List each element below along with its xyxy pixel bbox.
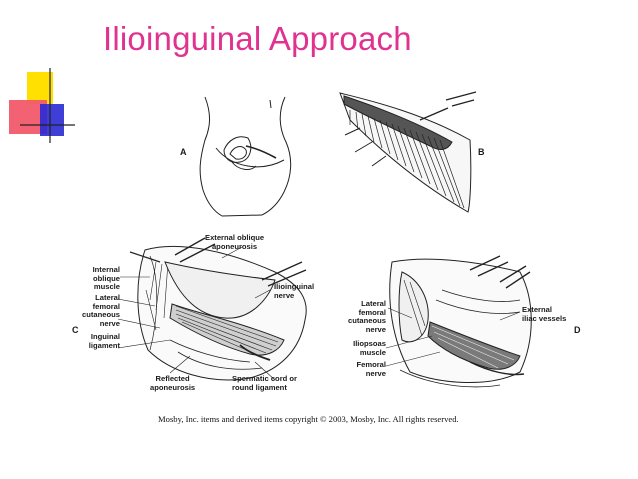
label-inguinal-ligament: Inguinal ligament [88, 332, 120, 350]
panel-c-drawing [129, 237, 307, 381]
label-spermatic-cord: Spermatic cord or round ligament [232, 374, 297, 392]
panel-a-drawing [199, 96, 292, 217]
deco-blue-square [40, 104, 64, 136]
leader-lines [117, 246, 521, 381]
label-lateral-femoral-cutaneous-nerve-d: Lateral femoral cutaneous nerve [348, 299, 386, 334]
panel-d-drawing [389, 255, 532, 388]
label-femoral-nerve: Femoral nerve [356, 360, 386, 378]
label-ilioinguinal-nerve: Ilioinguinal nerve [274, 282, 315, 300]
label-lateral-femoral-cutaneous-nerve-c: Lateral femoral cutaneous nerve [82, 293, 120, 328]
panel-c-letter: C [72, 325, 79, 335]
panel-b-drawing [339, 91, 477, 213]
label-iliopsoas-muscle: Iliopsoas muscle [353, 339, 386, 357]
label-internal-oblique-muscle: Internal oblique muscle [92, 265, 120, 292]
label-external-iliac-vessels: External iliac vessels [522, 305, 567, 323]
slide-title: Ilioinguinal Approach [103, 20, 412, 57]
panel-d-letter: D [574, 325, 581, 335]
decorative-squares [9, 68, 75, 143]
deco-yellow-square [27, 72, 53, 104]
copyright-notice: Mosby, Inc. items and derived items copy… [158, 414, 459, 424]
label-external-oblique-aponeurosis: External oblique aponeurosis [205, 233, 265, 251]
label-reflected-aponeurosis: Reflected aponeurosis [150, 374, 196, 392]
panel-b-letter: B [478, 147, 485, 157]
panel-a-letter: A [180, 147, 187, 157]
